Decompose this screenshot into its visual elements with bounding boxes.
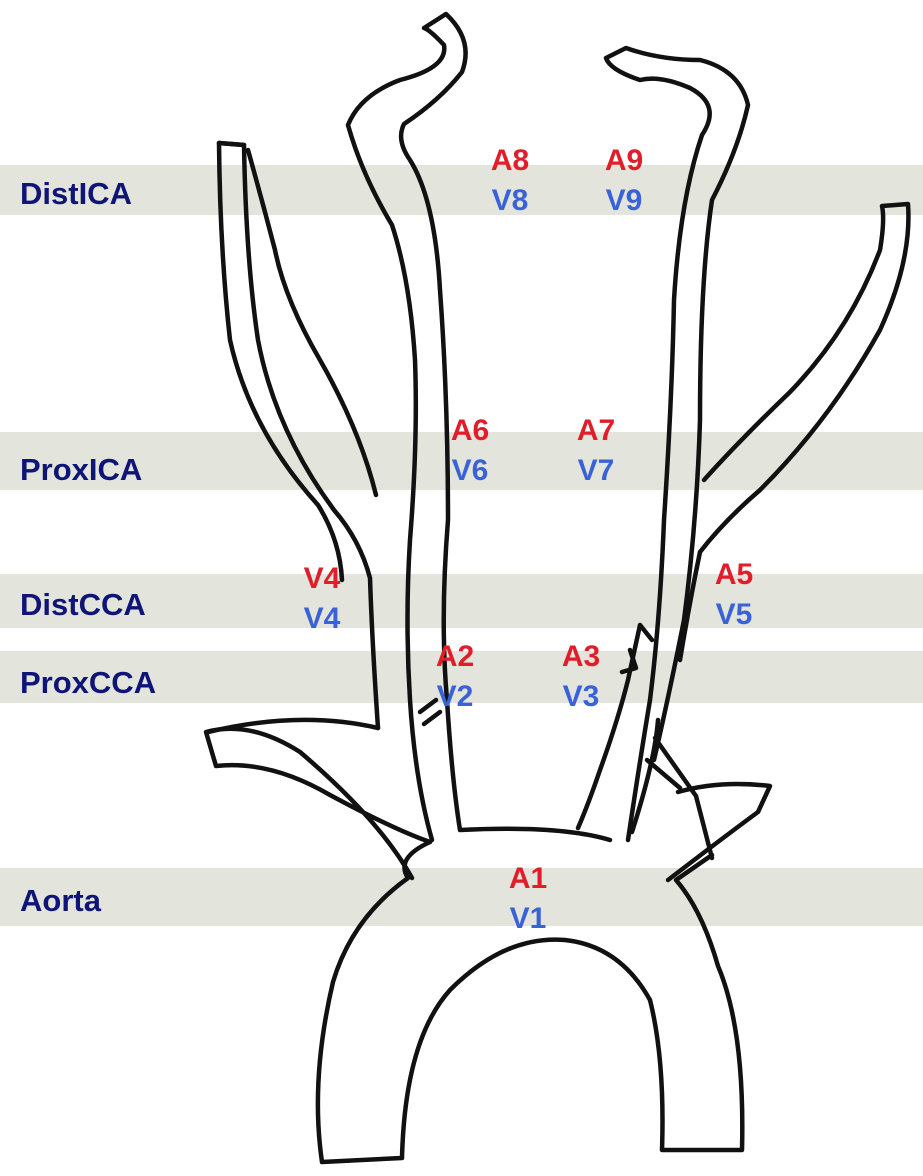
left-ext-carotid-stub (219, 143, 244, 145)
point-label-v7: V7 (561, 454, 631, 488)
point-label-v6: V6 (435, 454, 505, 488)
level-label-distcca: DistCCA (20, 587, 146, 623)
point-label-a4: V4 (287, 562, 357, 596)
point-label-v9: V9 (589, 184, 659, 218)
left-common-carotid-outer (219, 143, 378, 728)
point-label-a9: A9 (589, 144, 659, 178)
point-label-a2: A2 (420, 640, 490, 674)
point-label-v8: V8 (475, 184, 545, 218)
point-label-v4: V4 (287, 602, 357, 636)
point-label-a1: A1 (493, 862, 563, 896)
point-label-v2: V2 (420, 680, 490, 714)
left-subclavian (206, 729, 430, 878)
right-subclavian (668, 784, 770, 880)
point-label-a3: A3 (546, 640, 616, 674)
point-label-v5: V5 (699, 598, 769, 632)
level-label-distica: DistICA (20, 176, 132, 212)
point-label-a8: A8 (475, 144, 545, 178)
point-label-v1: V1 (493, 902, 563, 936)
level-label-proxcca: ProxCCA (20, 665, 156, 701)
point-label-a6: A6 (435, 414, 505, 448)
point-label-v3: V3 (546, 680, 616, 714)
point-label-a5: A5 (699, 558, 769, 592)
point-label-a7: A7 (561, 414, 631, 448)
level-label-aorta: Aorta (20, 883, 101, 919)
left-ica-inner (248, 150, 376, 495)
level-label-proxica: ProxICA (20, 452, 142, 488)
